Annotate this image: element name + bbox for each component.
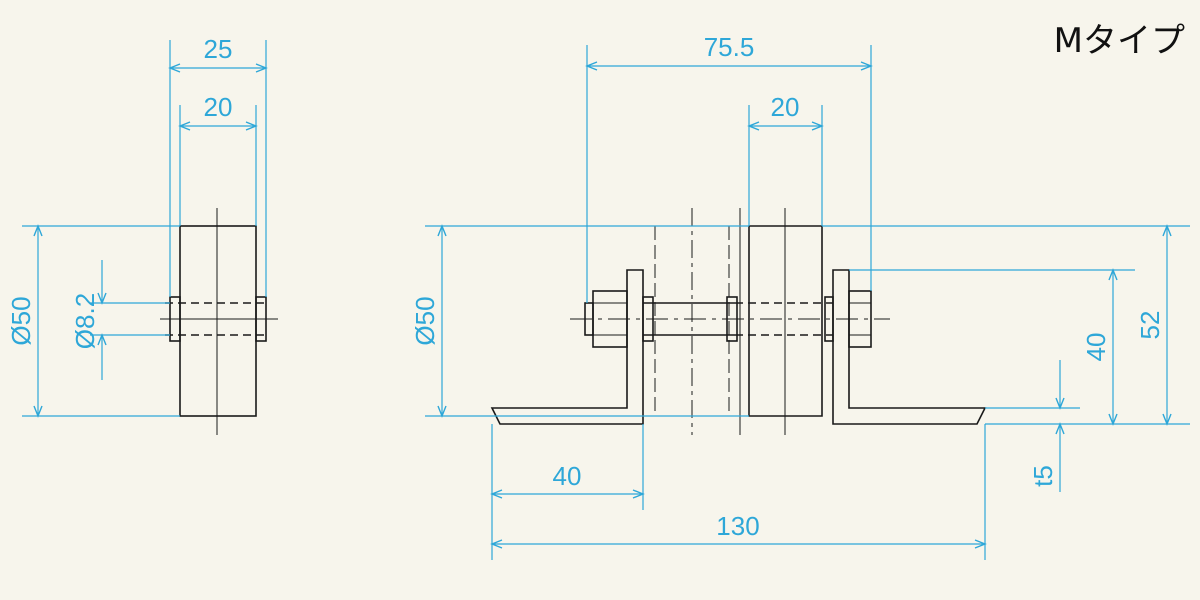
dim-text-shaft: Ø8.2 bbox=[70, 293, 100, 349]
dim-text-bolt-span: 75.5 bbox=[704, 32, 755, 62]
front-wheel bbox=[748, 225, 823, 417]
dim-text-diameter: Ø50 bbox=[6, 296, 36, 345]
dim-text-flange: 40 bbox=[553, 461, 582, 491]
mid-collar bbox=[726, 296, 738, 342]
dim-text-overall-height: 52 bbox=[1135, 311, 1165, 340]
dim-text-width-wheel: 20 bbox=[204, 92, 233, 122]
left-collar bbox=[642, 296, 654, 342]
dim-text-bracket-height: 40 bbox=[1081, 333, 1111, 362]
dim-text-thickness: t5 bbox=[1028, 465, 1058, 487]
dim-text-wheel-width: 20 bbox=[771, 92, 800, 122]
front-view: 75.5 20 Ø50 40 52 t5 40 130 bbox=[410, 32, 1190, 560]
dim-text-overall-length: 130 bbox=[716, 511, 759, 541]
right-collar bbox=[824, 296, 834, 342]
dim-text-width-total: 25 bbox=[204, 34, 233, 64]
dim-text-diameter: Ø50 bbox=[410, 296, 440, 345]
side-view: 25 20 Ø50 Ø8.2 bbox=[6, 34, 278, 435]
drawing-title: Mタイプ bbox=[1054, 21, 1185, 61]
side-wheel-outline bbox=[179, 225, 257, 417]
